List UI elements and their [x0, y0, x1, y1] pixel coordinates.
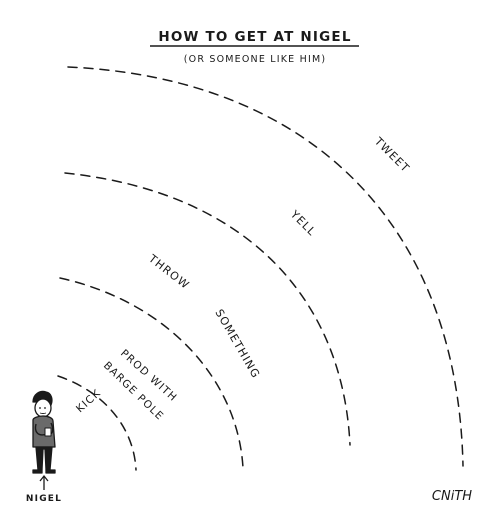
arc-prod — [59, 277, 244, 469]
artist-signature: CNiTH — [432, 489, 472, 504]
ripple-arcs — [57, 66, 464, 471]
cartoon-title: HOW TO GET AT NIGEL — [158, 29, 351, 45]
nigel-head — [34, 398, 52, 418]
arc-yell — [67, 66, 464, 467]
cartoon-subtitle: (OR SOMEONE LIKE HIM) — [184, 54, 327, 65]
label-tweet: TWEET — [371, 134, 412, 175]
nigel-arrow — [39, 474, 49, 490]
arc-kick — [57, 375, 137, 471]
phone-icon — [44, 427, 52, 437]
nigel-shirt — [32, 415, 56, 448]
nigel-label: NIGEL — [26, 494, 62, 504]
label-throw: THROW — [145, 252, 192, 293]
arc-throw — [64, 172, 351, 446]
label-yell: YELL — [287, 207, 319, 239]
nigel-figure — [32, 390, 56, 474]
label-something: SOMETHING — [212, 307, 262, 381]
